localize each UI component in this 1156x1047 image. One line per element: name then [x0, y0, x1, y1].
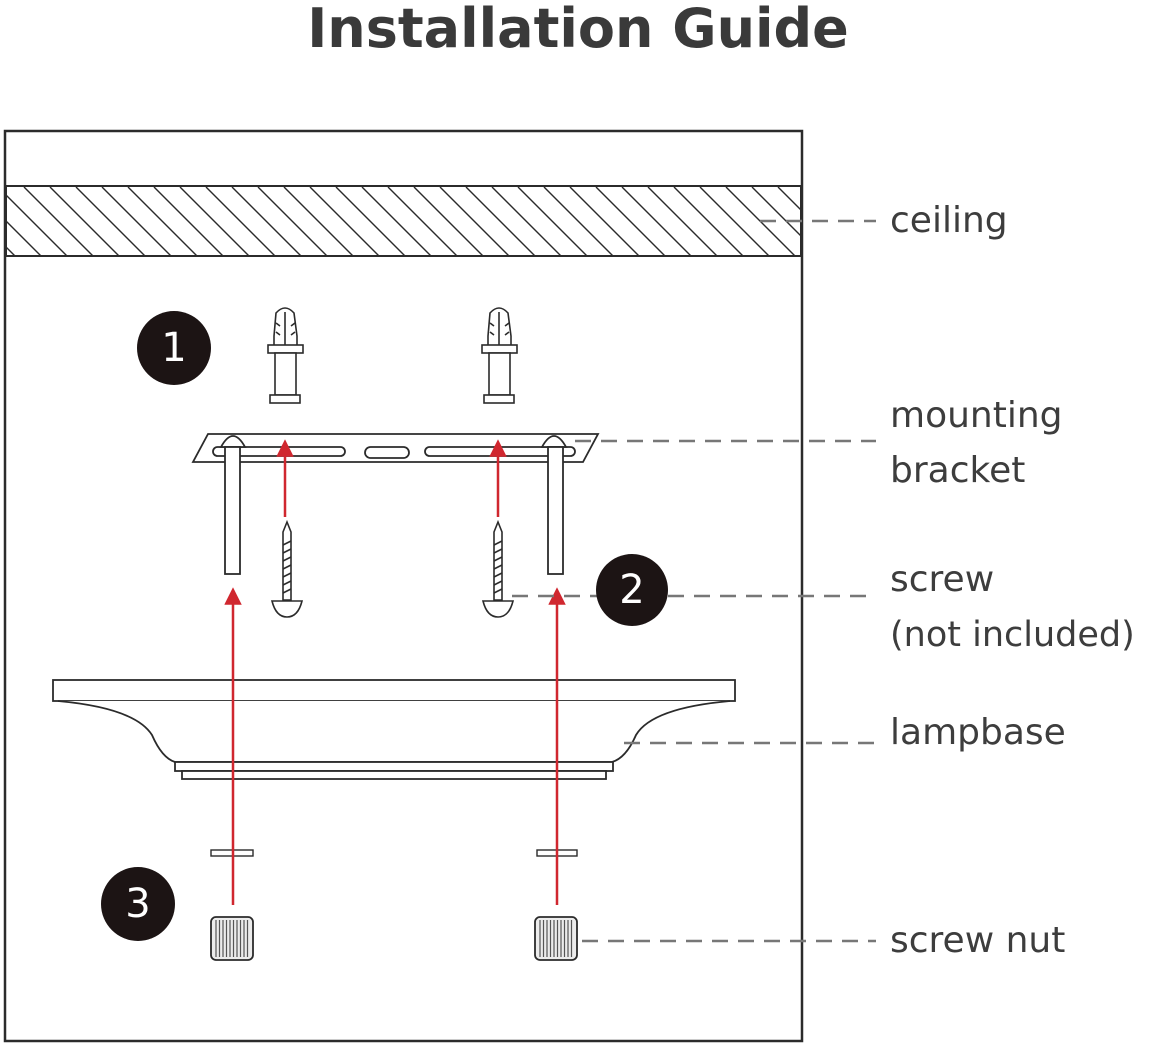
screw-left [270, 519, 304, 618]
label-mounting: mounting [890, 395, 1063, 436]
ceiling-hatch-line [335, 187, 406, 256]
bracket-bolt-right [540, 435, 568, 575]
screw-right [481, 519, 515, 618]
label-screw-nut: screw nut [890, 920, 1066, 961]
mounting-bracket [191, 433, 600, 463]
ceiling-hatch-line [231, 187, 302, 256]
ceiling-hatch-line [491, 187, 562, 256]
ceiling-hatch-line [283, 187, 354, 256]
ceiling-hatch-line [179, 187, 250, 256]
ceiling-hatch-line [6, 220, 42, 256]
ceiling-hatch-line [647, 187, 718, 256]
ceiling-slab [5, 185, 802, 257]
ceiling-hatch-line [101, 187, 172, 256]
step-badge-3: 3 [101, 867, 175, 941]
ceiling-hatch-line [569, 187, 640, 256]
ceiling-hatch-line [595, 187, 666, 256]
ceiling-hatch-line [413, 187, 484, 256]
label-screw: screw [890, 559, 995, 600]
step-number-3: 3 [125, 881, 150, 927]
ceiling-hatch-line [673, 187, 744, 256]
ceiling-hatch-line [153, 187, 224, 256]
step-badge-1: 1 [137, 311, 211, 385]
step-badge-2: 2 [596, 554, 668, 626]
ceiling-hatch-line [543, 187, 614, 256]
label-not-included: (not included) [890, 615, 1135, 655]
ceiling-hatch-line [517, 187, 588, 256]
ceiling-hatch-line [777, 187, 801, 211]
ceiling-hatch-line [75, 187, 146, 256]
screw-nut-right [534, 916, 578, 961]
step-number-1: 1 [161, 325, 186, 371]
wall-plug-right [481, 307, 518, 404]
label-ceiling: ceiling [890, 200, 1008, 241]
wall-plug-left [267, 307, 304, 404]
ceiling-hatch-line [257, 187, 328, 256]
diagram-frame [3, 129, 804, 1043]
ceiling-hatch-line [387, 187, 458, 256]
label-bracket: bracket [890, 450, 1026, 491]
label-lampbase: lampbase [890, 712, 1066, 753]
ceiling-hatch-line [127, 187, 198, 256]
ceiling-hatch-line [23, 187, 94, 256]
lampbase [52, 679, 736, 780]
ceiling-hatch-line [309, 187, 380, 256]
ceiling-hatch-line [465, 187, 536, 256]
ceiling-hatch-line [6, 194, 68, 256]
ceiling-hatch-line [699, 187, 770, 256]
step-number-2: 2 [619, 567, 644, 613]
ceiling-hatch-line [205, 187, 276, 256]
ceiling-hatch-line [49, 187, 120, 256]
screw-nut-left [210, 916, 254, 961]
page-title: Installation Guide [307, 0, 849, 60]
bracket-bolt-left [219, 435, 247, 575]
ceiling-hatch-line [439, 187, 510, 256]
ceiling-hatch-line [621, 187, 692, 256]
ceiling-hatch-line [361, 187, 432, 256]
